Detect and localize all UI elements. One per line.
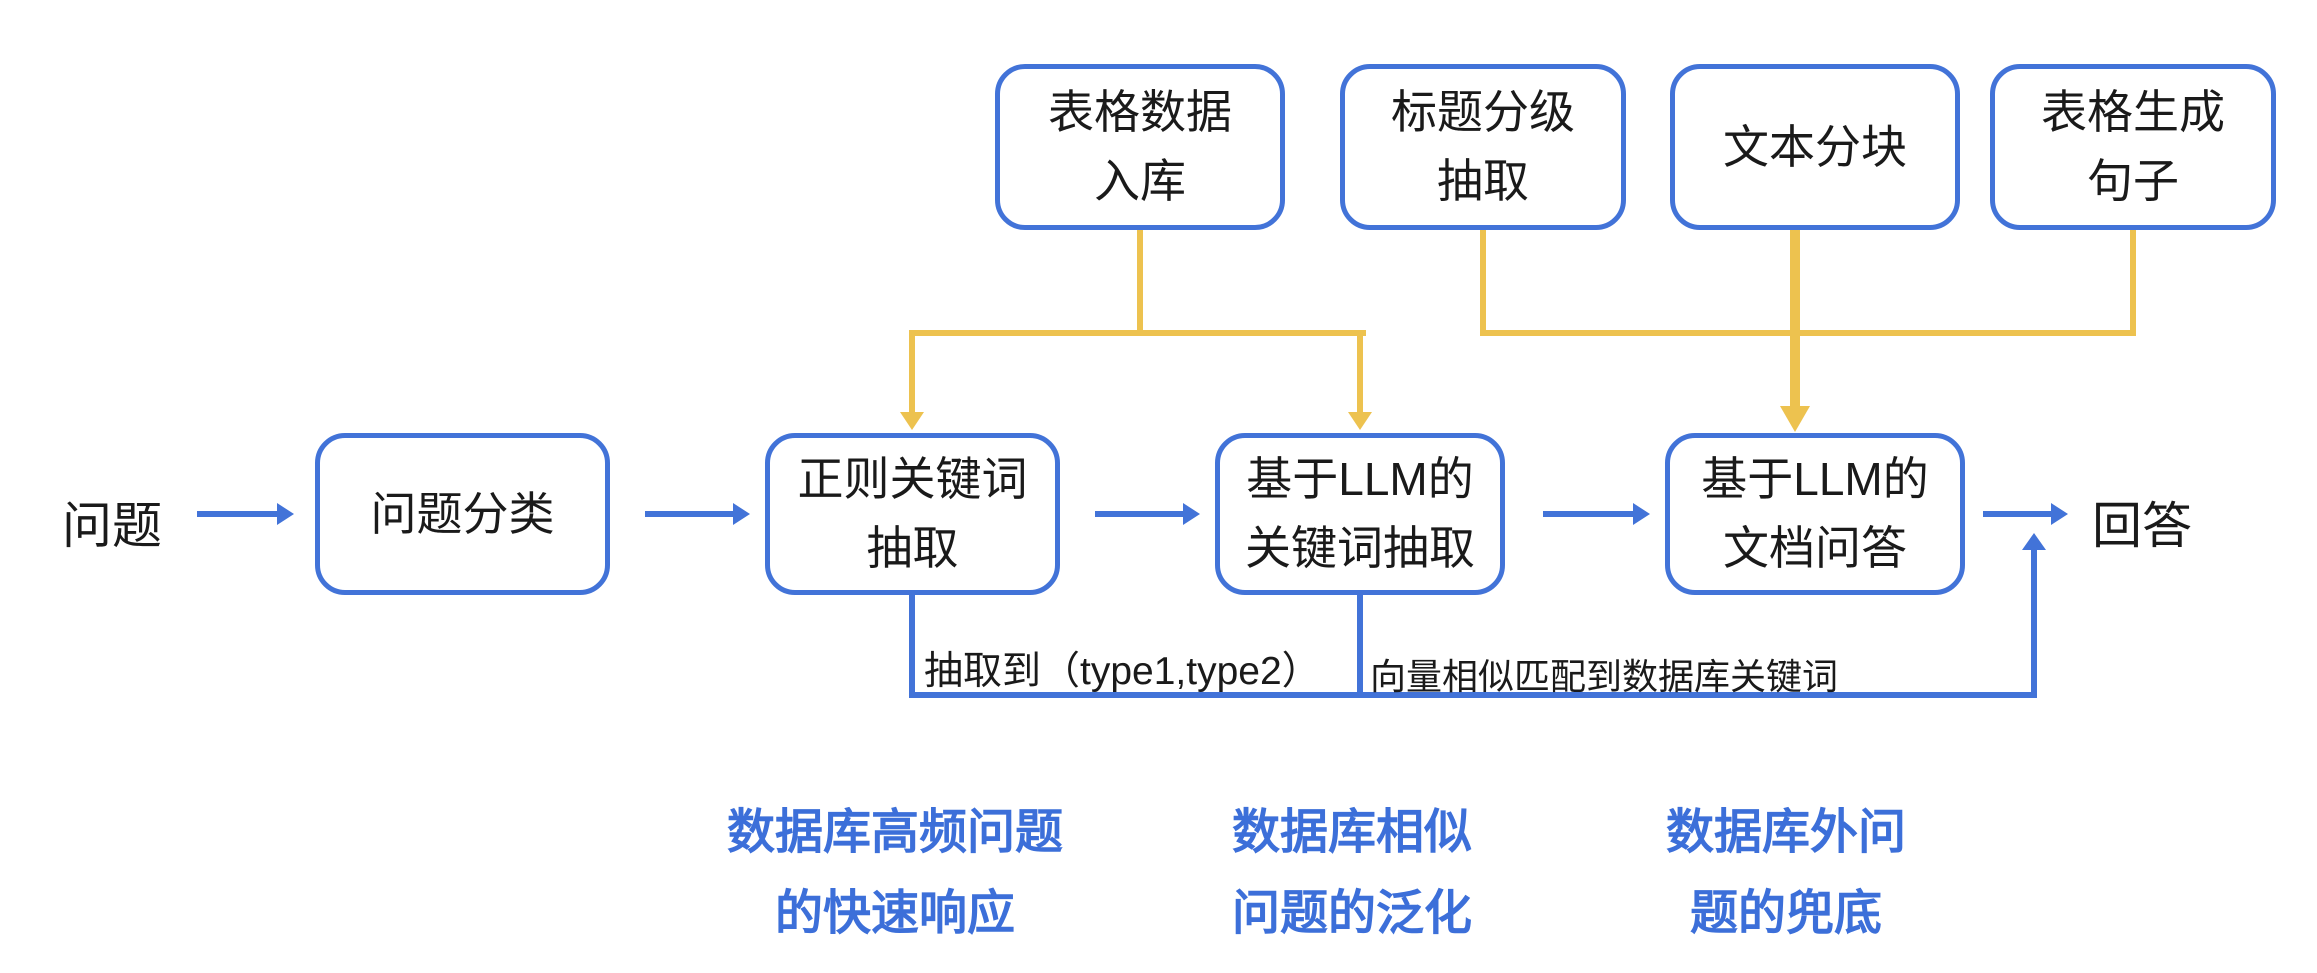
connector-table-ingest-down: [1137, 230, 1143, 336]
node-label: 关键词抽取: [1245, 522, 1475, 574]
node-label: 文档问答: [1723, 522, 1907, 574]
node-label: 入库: [1094, 155, 1186, 207]
connector-table-sentence-down: [2130, 230, 2136, 330]
caption-line: 问题的泛化: [1231, 887, 1472, 940]
flow-arrow-llm-keyword-to-docqa: [1543, 503, 1650, 525]
caption-line: 数据库高频问题: [726, 806, 1063, 859]
node-label: 句子: [2087, 155, 2179, 207]
connector-right-branch-horizontal: [1480, 330, 2136, 336]
caption-db-frequent-response: 数据库高频问题 的快速响应: [645, 792, 1145, 954]
node-regex-keyword-extract: 正则关键词 抽取: [765, 433, 1060, 595]
node-label: 文本分块: [1723, 120, 1907, 173]
node-title-level-extract: 标题分级 抽取: [1340, 64, 1626, 230]
flow-arrow-regex-to-llm-keyword: [1095, 503, 1200, 525]
node-label: 抽取: [1437, 155, 1529, 207]
arrowhead-into-regex: [900, 412, 924, 430]
node-question-classify: 问题分类: [315, 433, 610, 595]
edge-label-vector-match: 向量相似匹配到数据库关键词: [1370, 656, 1839, 697]
node-table-data-ingest: 表格数据 入库: [995, 64, 1285, 230]
node-label: 表格生成: [2041, 86, 2225, 139]
caption-line: 数据库外问: [1665, 806, 1906, 859]
connector-title-extract-down: [1480, 230, 1486, 336]
node-table-gen-sentence: 表格生成 句子: [1990, 64, 2276, 230]
feedback-line-llm-keyword-down: [1357, 595, 1363, 698]
caption-line: 题的兜底: [1689, 887, 1882, 940]
node-label: 问题分类: [370, 487, 555, 540]
node-text-chunk: 文本分块: [1670, 64, 1960, 230]
flow-arrow-classify-to-regex: [645, 503, 750, 525]
arrowhead-up-to-answer: [2022, 533, 2046, 550]
node-llm-doc-qa: 基于LLM的 文档问答: [1665, 433, 1965, 595]
connector-left-branch-horizontal: [909, 330, 1366, 336]
caption-line: 数据库相似: [1231, 806, 1472, 859]
node-llm-keyword-extract: 基于LLM的 关键词抽取: [1215, 433, 1505, 595]
input-label-question: 问题: [62, 498, 162, 554]
connector-text-chunk-down: [1790, 230, 1800, 408]
flow-arrow-docqa-to-answer: [1983, 503, 2068, 525]
caption-db-outside-fallback: 数据库外问 题的兜底: [1536, 792, 2036, 954]
node-label: 抽取: [866, 522, 959, 574]
feedback-line-up-to-answer: [2031, 549, 2037, 698]
node-label: 基于LLM的: [1701, 453, 1929, 506]
connector-branch-to-regex: [909, 330, 915, 414]
arrowhead-into-llm-keyword: [1348, 412, 1372, 430]
node-label: 基于LLM的: [1246, 453, 1474, 506]
feedback-line-horizontal: [909, 692, 2037, 698]
arrowhead-into-docqa: [1780, 406, 1810, 432]
caption-line: 的快速响应: [774, 887, 1015, 940]
output-label-answer: 回答: [2092, 498, 2192, 554]
connector-branch-to-llm-keyword: [1357, 330, 1363, 414]
feedback-line-regex-down: [909, 595, 915, 698]
node-label: 表格数据: [1048, 86, 1232, 139]
node-label: 标题分级: [1391, 86, 1575, 139]
caption-db-similar-generalize: 数据库相似 问题的泛化: [1102, 792, 1602, 954]
flow-arrow-question-to-classify: [197, 503, 294, 525]
edge-label-extracted-types: 抽取到（type1,type2）: [924, 650, 1321, 693]
node-label: 正则关键词: [797, 453, 1028, 506]
